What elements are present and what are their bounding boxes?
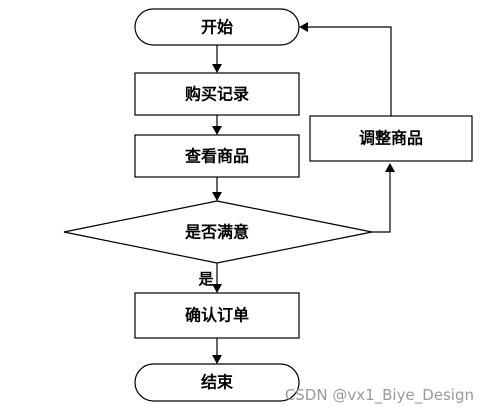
- adjust-node: 调整商品: [309, 115, 473, 162]
- arrow-start-to-records: [212, 45, 222, 73]
- yes-branch-label: 是: [197, 270, 214, 288]
- arrow-adjust-to-start: [299, 22, 392, 116]
- watermark: CSDN @vx1_Biye_Design: [285, 386, 474, 405]
- arrow-view-to-decision: [212, 177, 222, 201]
- arrow-decision-to-adjust: [372, 163, 395, 233]
- view-node: 查看商品: [134, 134, 300, 178]
- end-node: 结束: [134, 363, 300, 402]
- records-label: 购买记录: [185, 85, 249, 104]
- arrow-confirm-to-end: [212, 338, 222, 364]
- end-label: 结束: [200, 373, 234, 392]
- decision-node: 是否满意: [63, 200, 373, 264]
- records-node: 购买记录: [134, 72, 300, 116]
- view-label: 查看商品: [185, 147, 249, 166]
- arrow-decision-to-confirm: [212, 263, 222, 293]
- arrow-records-to-view: [212, 115, 222, 135]
- confirm-label: 确认订单: [185, 306, 249, 325]
- start-label: 开始: [201, 18, 233, 37]
- decision-label: 是否满意: [184, 223, 249, 242]
- confirm-node: 确认订单: [134, 292, 300, 339]
- adjust-label: 调整商品: [359, 129, 423, 148]
- start-node: 开始: [134, 8, 300, 46]
